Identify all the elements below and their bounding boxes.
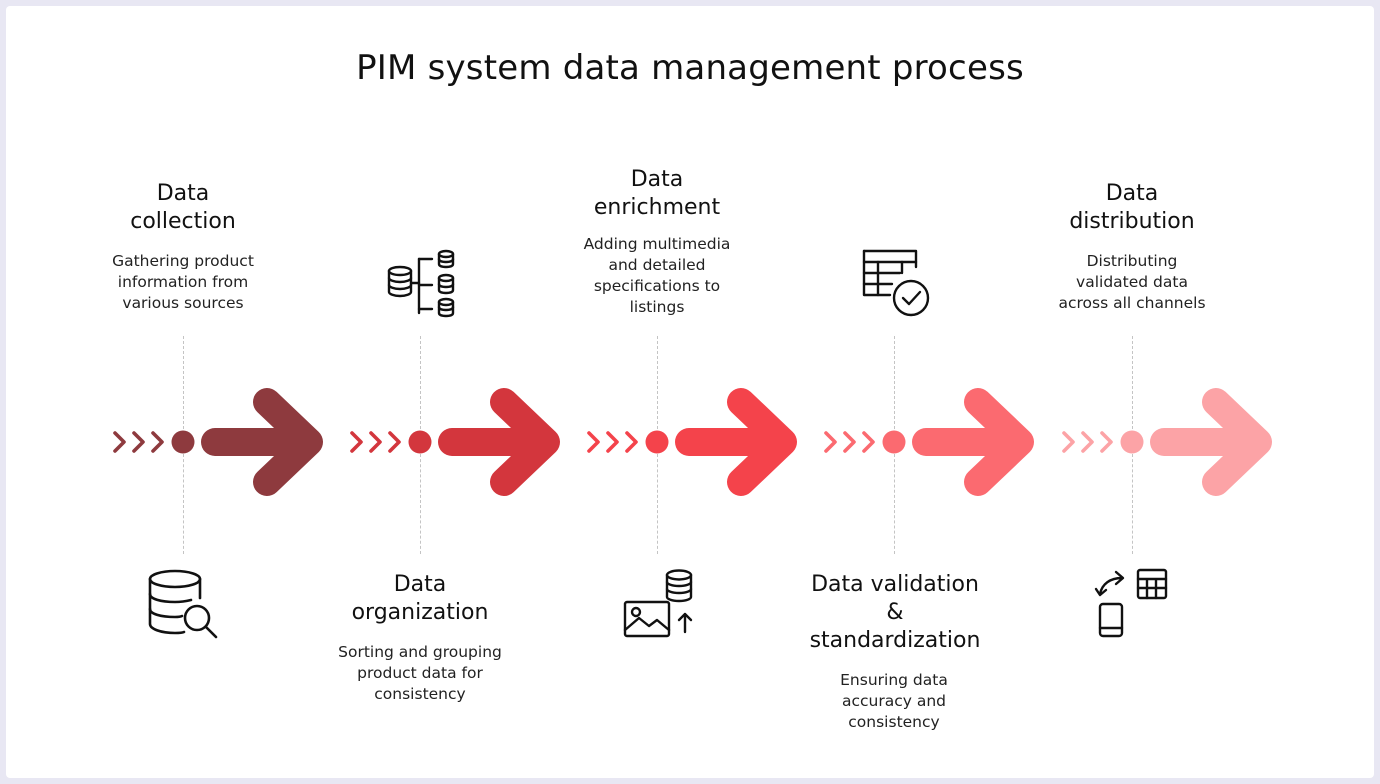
- stage-4-arrow: [912, 388, 1034, 496]
- image-upload-database-icon: [623, 569, 693, 638]
- stage-1-title-line-2: collection: [130, 209, 236, 234]
- stage-3-description: Adding multimedia and detailed specifica…: [557, 234, 757, 318]
- connector-2-bottom: [420, 454, 421, 554]
- stage-2-desc-line-3: consistency: [374, 685, 466, 703]
- stage-3-desc-line-1: Adding multimedia: [583, 235, 731, 253]
- chevron-2-1: [350, 431, 363, 453]
- stage-5-title-line-2: distribution: [1069, 209, 1195, 234]
- chevron-5-2: [1081, 431, 1094, 453]
- connector-4-bottom: [894, 454, 895, 554]
- stage-4-title-line-2: &: [886, 600, 904, 625]
- stage-3-desc-line-3: specifications to: [593, 277, 721, 295]
- stage-1-title-line-1: Data: [156, 181, 210, 206]
- stage-2-title-line-1: Data: [393, 572, 447, 597]
- stage-1-desc-line-3: various sources: [122, 294, 244, 312]
- stage-3-desc-line-4: listings: [629, 298, 685, 316]
- stage-1-desc-line-2: information from: [117, 273, 249, 291]
- stage-1-dot: [171, 430, 195, 454]
- stage-1-desc-line-1: Gathering product: [112, 252, 254, 270]
- stage-1-title: Data collection: [63, 180, 303, 236]
- stage-2-dot: [408, 430, 432, 454]
- stage-3-desc-line-2: and detailed: [608, 256, 706, 274]
- stage-4-title: Data validation & standardization: [775, 571, 1015, 655]
- page-title: PIM system data management process: [356, 48, 1024, 88]
- stage-3-arrow: [675, 388, 797, 496]
- stage-2-desc-line-2: product data for: [357, 664, 483, 682]
- database-hierarchy-icon: [387, 249, 455, 318]
- stage-4-title-line-3: standardization: [809, 628, 981, 653]
- connector-4-top: [894, 336, 895, 434]
- chevron-2-3: [388, 431, 401, 453]
- stage-3-title: Data enrichment: [537, 166, 777, 222]
- stage-5-description: Distributing validated data across all c…: [1032, 251, 1232, 314]
- chevron-4-1: [824, 431, 837, 453]
- chevron-2-2: [369, 431, 382, 453]
- connector-2-top: [420, 336, 421, 434]
- stage-3-title-line-2: enrichment: [593, 195, 721, 220]
- stage-4-desc-line-1: Ensuring data: [840, 671, 948, 689]
- stage-4-description: Ensuring data accuracy and consistency: [794, 670, 994, 733]
- stage-2-description: Sorting and grouping product data for co…: [320, 642, 520, 705]
- stage-4-desc-line-3: consistency: [848, 713, 940, 731]
- stage-2-title-line-2: organization: [351, 600, 489, 625]
- chevron-3-1: [587, 431, 600, 453]
- stage-2-title: Data organization: [300, 571, 540, 627]
- connector-5-bottom: [1132, 454, 1133, 554]
- chevron-1-2: [132, 431, 145, 453]
- chevron-1-1: [113, 431, 126, 453]
- chevron-5-1: [1062, 431, 1075, 453]
- chevron-4-2: [843, 431, 856, 453]
- connector-1-bottom: [183, 454, 184, 554]
- chevron-1-3: [151, 431, 164, 453]
- stage-4-desc-line-2: accuracy and: [841, 692, 947, 710]
- stage-3-title-line-1: Data: [630, 167, 684, 192]
- device-sync-table-icon: [1094, 568, 1168, 638]
- stage-5-title: Data distribution: [1012, 180, 1252, 236]
- stage-5-dot: [1120, 430, 1144, 454]
- chevron-5-3: [1100, 431, 1113, 453]
- stage-4-title-line-1: Data validation: [811, 572, 979, 597]
- connector-3-top: [657, 336, 658, 434]
- stage-1-description: Gathering product information from vario…: [83, 251, 283, 314]
- stage-5-desc-line-3: across all channels: [1058, 294, 1206, 312]
- stage-2-arrow: [438, 388, 560, 496]
- diagram-card: [6, 6, 1374, 778]
- connector-5-top: [1132, 336, 1133, 434]
- stage-5-title-line-1: Data: [1105, 181, 1159, 206]
- stage-5-arrow: [1150, 388, 1272, 496]
- database-search-icon: [148, 569, 218, 639]
- table-check-icon: [862, 249, 930, 317]
- stage-5-desc-line-1: Distributing: [1086, 252, 1178, 270]
- connector-3-bottom: [657, 454, 658, 554]
- stage-5-desc-line-2: validated data: [1076, 273, 1188, 291]
- chevron-4-3: [862, 431, 875, 453]
- stage-1-arrow: [201, 388, 323, 496]
- connector-1-top: [183, 336, 184, 434]
- stage-4-dot: [882, 430, 906, 454]
- stage-3-dot: [645, 430, 669, 454]
- chevron-3-3: [625, 431, 638, 453]
- chevron-3-2: [606, 431, 619, 453]
- stage-2-desc-line-1: Sorting and grouping: [338, 643, 502, 661]
